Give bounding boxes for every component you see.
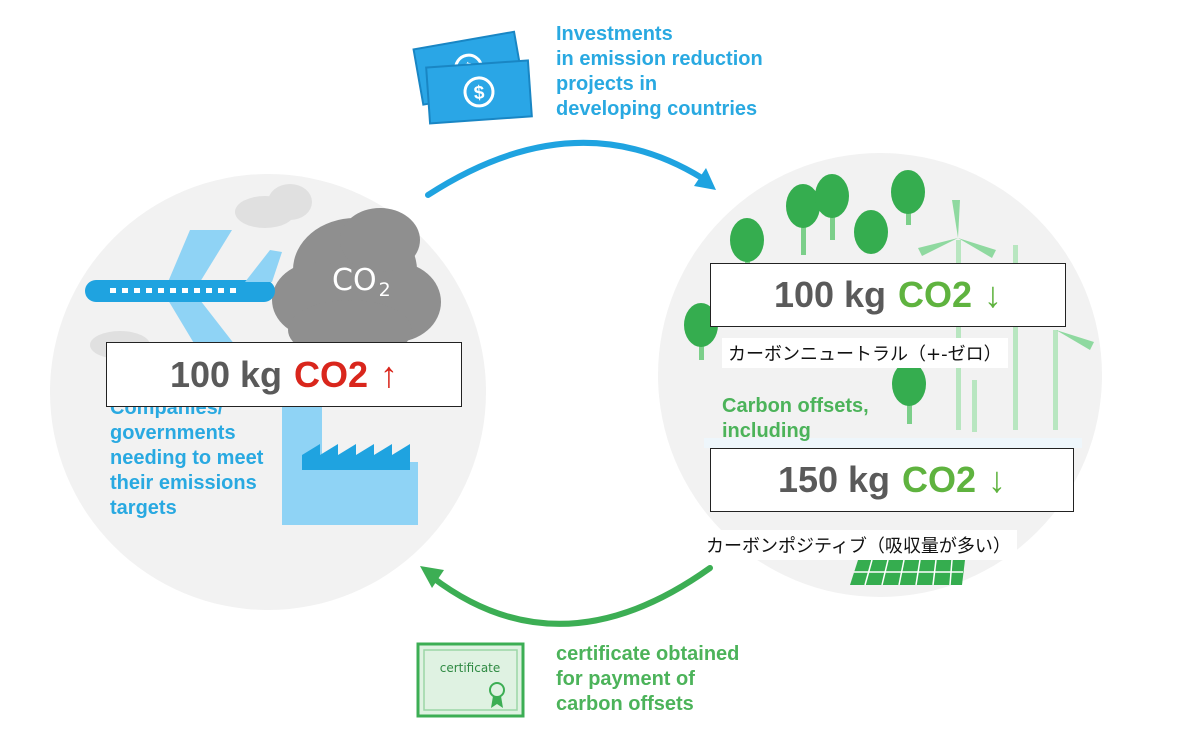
emission-gas: CO2 [294,353,369,395]
investments-text: Investments in emission reduction projec… [556,22,763,122]
svg-text:$: $ [473,83,485,105]
neutral-box: 100 kg CO2 ↓ [710,263,1066,327]
neutral-gas: CO2 [898,274,973,315]
offsets-line: including [722,420,811,442]
certificate-icon: certificate [416,642,525,718]
investments-line: in emission reduction [556,48,763,70]
positive-arrow-icon: ↓ [988,459,1007,500]
emission-amount: 100 kg [169,353,283,395]
offset-highlight-band [704,438,1082,448]
certificate-label: certificate [440,661,501,675]
companies-line: targets [110,497,177,519]
emission-arrow-icon: ↑ [380,353,399,395]
investments-line: developing countries [556,98,758,120]
companies-line: their emissions [110,472,257,494]
certificate-caption: certificate obtained for payment of carb… [556,642,739,717]
investment-flow-arrow [425,139,716,198]
companies-line: needing to meet [110,447,264,469]
emission-box: 100 kg CO2 ↑ [106,342,462,407]
positive-gas: CO2 [902,459,977,500]
companies-text: Companies/ governments needing to meet t… [110,396,263,521]
money-bills-icon: $ $ [412,30,533,125]
certificate-caption-line: certificate obtained [556,643,740,665]
solar-panel-icon [850,559,965,586]
carbon-offsets-text: Carbon offsets, including [722,394,869,444]
companies-line: governments [110,422,236,444]
airplane-icon [85,230,282,345]
factory-icon [282,385,418,525]
offsets-line: Carbon offsets, [722,395,869,417]
investments-line: Investments [556,23,673,45]
tree-icon [684,170,926,424]
neutral-arrow-icon: ↓ [984,274,1003,315]
investments-line: projects in [556,73,658,95]
neutral-amount: 100 kg [773,274,887,315]
positive-box: 150 kg CO2 ↓ [710,448,1074,512]
positive-amount: 150 kg [777,459,891,500]
certificate-caption-line: carbon offsets [556,693,694,715]
carbon-positive-caption: カーボンポジティブ（吸収量が多い） [700,530,1017,560]
certificate-caption-line: for payment of [556,668,695,690]
certificate-flow-arrow [420,565,713,627]
carbon-neutral-caption: カーボンニュートラル（+-ゼロ） [722,338,1008,368]
wind-turbine-icon [918,200,1094,432]
